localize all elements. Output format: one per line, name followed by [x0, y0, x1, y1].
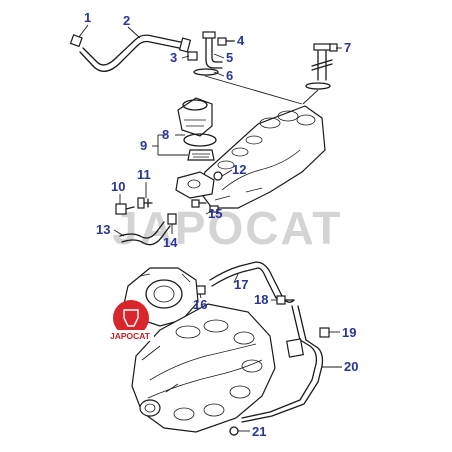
bolts-part-15: [191, 199, 219, 213]
clip-part-12: [213, 171, 223, 181]
clip-part-18: [276, 295, 295, 305]
callout-10: 10: [111, 179, 125, 194]
callout-7: 7: [344, 40, 351, 55]
callout-17: 17: [234, 277, 248, 292]
callout-18: 18: [254, 292, 268, 307]
japocat-logo: JAPOCAT: [108, 300, 154, 341]
callout-12: 12: [232, 162, 246, 177]
thermostat-housing-part-8: [177, 97, 213, 137]
callout-13: 13: [96, 222, 110, 237]
callout-11: 11: [137, 167, 151, 182]
callout-19: 19: [342, 325, 356, 340]
callout-21: 21: [252, 424, 266, 439]
logo-text: JAPOCAT: [110, 331, 151, 341]
clamp-part-1: [69, 34, 83, 48]
small-hose-part-13: [119, 221, 171, 246]
intake-manifold-lower: [131, 303, 276, 433]
callout-8: 8: [162, 127, 169, 142]
callout-5: 5: [226, 50, 233, 65]
water-pipe-part-5: [202, 31, 223, 69]
watermark-text: JAPOCAT: [112, 202, 342, 254]
outlet-pipe-part-7: [311, 43, 338, 81]
logo-text-bg: [108, 330, 154, 341]
callout-20: 20: [344, 359, 358, 374]
sensor-part-10: [115, 203, 135, 215]
callout-6: 6: [226, 68, 233, 83]
bolt-part-19: [319, 327, 330, 338]
gasket-under-part-7: [305, 82, 331, 90]
coolant-flange: [175, 171, 215, 199]
long-pipe-part-20: [241, 305, 324, 423]
intake-manifold-upper: [199, 105, 326, 209]
callout-1: 1: [84, 10, 91, 25]
callout-15: 15: [208, 206, 222, 221]
leader-lines: [78, 24, 342, 432]
callout-4: 4: [237, 33, 245, 48]
leader-gasket-to-manifold: [204, 75, 303, 105]
bolt-part-4: [217, 37, 235, 46]
callout-16: 16: [193, 297, 207, 312]
gasket-part-6: [193, 68, 219, 76]
callout-3: 3: [170, 50, 177, 65]
clamp-part-14: [167, 213, 177, 225]
logo-mark-icon: [123, 309, 139, 327]
callout-9: 9: [140, 138, 147, 153]
leader-outlet-to-manifold: [302, 89, 319, 105]
lower-left-fitting: [139, 399, 161, 417]
callout-14: 14: [163, 235, 178, 250]
callout-2: 2: [123, 13, 130, 28]
fitting-part-3: [187, 51, 198, 61]
thermostat-part-9: [187, 149, 215, 161]
sender-part-11: [137, 197, 153, 209]
housing-gasket: [183, 133, 217, 147]
hose-part-17: [209, 261, 295, 303]
o-ring-part-21: [229, 426, 239, 436]
logo-red-circle: [113, 300, 149, 336]
hose-part-2: [79, 34, 192, 72]
